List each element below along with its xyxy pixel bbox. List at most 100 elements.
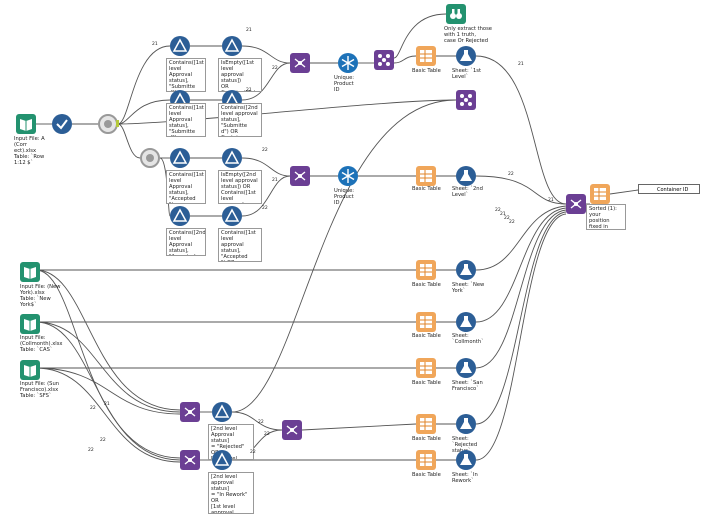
container-title: Container ID: [657, 187, 689, 193]
book-icon: [20, 119, 32, 131]
browse-comment-tool[interactable]: [446, 4, 466, 24]
table-icon: [420, 264, 432, 276]
browse-label-2: Basic Table: [412, 186, 441, 192]
filter-tool-5[interactable]: [170, 148, 190, 168]
flask-icon: [460, 418, 472, 429]
output-tool-2[interactable]: [456, 166, 476, 186]
triangle-icon: [172, 38, 188, 52]
browse-tool-4[interactable]: [416, 312, 436, 332]
input-file-tool-1[interactable]: [16, 114, 36, 134]
sample-tool-1[interactable]: [98, 114, 118, 134]
count-label: 22: [262, 148, 268, 153]
sort-label: Sorted (1): your position fixed in Left:…: [586, 204, 626, 230]
union-icon: [378, 54, 390, 66]
unique-tool-1[interactable]: [338, 53, 358, 73]
unique-label-2: Unique: Product ID: [334, 188, 355, 206]
flask-icon: [460, 50, 472, 61]
count-label: 22: [90, 406, 96, 411]
filter-tool-10[interactable]: [212, 450, 232, 470]
select-tool[interactable]: [52, 114, 72, 134]
filter-tool-7[interactable]: [170, 206, 190, 226]
input-file-tool-2[interactable]: [20, 262, 40, 282]
union-icon: [460, 94, 472, 106]
container-box[interactable]: Container ID: [638, 184, 700, 194]
count-label: 21: [500, 212, 506, 217]
count-label: 22: [250, 450, 256, 455]
sample-tool-2[interactable]: [140, 148, 160, 168]
count-label: 21: [272, 178, 278, 183]
sort-tool[interactable]: [590, 184, 610, 204]
join-tool-5[interactable]: [282, 420, 302, 440]
join-tool-6[interactable]: [566, 194, 586, 214]
count-label: 21: [518, 62, 524, 67]
table-icon: [420, 50, 432, 62]
triangle-icon: [214, 404, 230, 418]
browse-tool-6[interactable]: [416, 414, 436, 434]
book-icon: [24, 365, 36, 377]
count-label: 22: [264, 432, 270, 437]
filter-tool-2[interactable]: [222, 36, 242, 56]
table-icon: [420, 170, 432, 182]
flask-icon: [460, 454, 472, 465]
join-tool-3[interactable]: [180, 402, 200, 422]
circle-icon: [146, 154, 154, 162]
join-icon: [184, 455, 196, 465]
table-icon: [594, 188, 606, 200]
join-icon: [570, 199, 582, 209]
comment-label: Only extract those with 1 truth, case Or…: [444, 26, 492, 44]
filter-formula-10: [2nd level approval status] = "In Rework…: [208, 472, 254, 514]
filter-formula-7: Contains([2nd level Approval status], "A…: [166, 228, 206, 256]
output-label-7: Sheet: `In Rework`: [452, 472, 478, 484]
filter-tool-1[interactable]: [170, 36, 190, 56]
output-tool-3[interactable]: [456, 260, 476, 280]
count-label: 21: [548, 198, 554, 203]
input-file-label-3: Input File: (Collmonth).xlsx Table: `CAS…: [20, 335, 63, 353]
output-tool-6[interactable]: [456, 414, 476, 434]
count-label: 21: [152, 42, 158, 47]
unique-label-1: Unique: Product ID: [334, 75, 355, 93]
output-tool-7[interactable]: [456, 450, 476, 470]
count-label: 22: [258, 420, 264, 425]
triangle-icon: [172, 208, 188, 222]
output-tool-4[interactable]: [456, 312, 476, 332]
union-tool-1[interactable]: [374, 50, 394, 70]
filter-tool-8[interactable]: [222, 206, 242, 226]
browse-label-5: Basic Table: [412, 380, 441, 386]
join-icon: [294, 171, 306, 181]
snowflake-icon: [341, 56, 355, 70]
binoculars-icon: [450, 9, 462, 19]
filter-tool-9[interactable]: [212, 402, 232, 422]
browse-tool-7[interactable]: [416, 450, 436, 470]
triangle-icon: [172, 150, 188, 164]
book-icon: [24, 267, 36, 279]
table-icon: [420, 418, 432, 430]
join-tool-2[interactable]: [290, 166, 310, 186]
flask-icon: [460, 362, 472, 373]
union-tool-2[interactable]: [456, 90, 476, 110]
unique-tool-2[interactable]: [338, 166, 358, 186]
output-tool-5[interactable]: [456, 358, 476, 378]
output-anchor[interactable]: [116, 120, 119, 127]
filter-tool-6[interactable]: [222, 148, 242, 168]
browse-tool-5[interactable]: [416, 358, 436, 378]
join-tool-4[interactable]: [180, 450, 200, 470]
join-icon: [184, 407, 196, 417]
output-tool-1[interactable]: [456, 46, 476, 66]
count-label: 22: [508, 172, 514, 177]
join-icon: [286, 425, 298, 435]
count-label: 22: [504, 216, 510, 221]
input-file-tool-3[interactable]: [20, 314, 40, 334]
browse-tool-1[interactable]: [416, 46, 436, 66]
join-tool-1[interactable]: [290, 53, 310, 73]
input-file-tool-4[interactable]: [20, 360, 40, 380]
circle-icon: [104, 120, 112, 128]
flask-icon: [460, 264, 472, 275]
browse-tool-3[interactable]: [416, 260, 436, 280]
filter-formula-2: IsEmpty([1st level approval status]) OR …: [218, 58, 262, 92]
browse-tool-2[interactable]: [416, 166, 436, 186]
filter-formula-6: IsEmpty([2nd level approval status]) OR …: [218, 170, 262, 204]
join-icon: [294, 58, 306, 68]
filter-formula-1: Contains([1st level Approval status], "S…: [166, 58, 206, 92]
table-icon: [420, 362, 432, 374]
